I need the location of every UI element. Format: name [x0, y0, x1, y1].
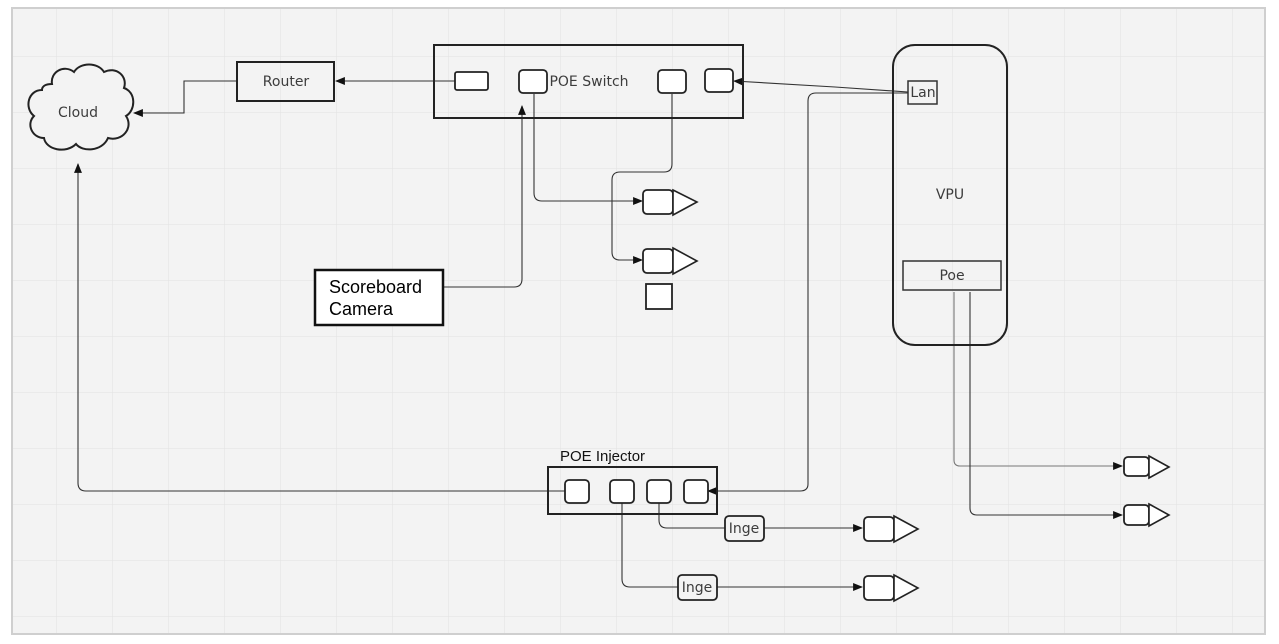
router-box [236, 61, 335, 102]
inline-label-2-text: Inge [682, 580, 713, 596]
camera-4-lens [893, 573, 920, 603]
poe-injector-box [547, 466, 718, 515]
inline-label-2-box [677, 574, 718, 601]
router-label: Router [263, 74, 310, 90]
cloud-shape [27, 63, 135, 151]
vpu-poe-port[interactable] [902, 260, 1002, 291]
cloud-label: Cloud [58, 105, 98, 121]
poe-switch-port-3[interactable] [657, 69, 687, 94]
poe-injector-label: POE Injector [560, 448, 645, 465]
vpu-lan-label: Lan [910, 85, 935, 101]
poe-injector-port-1[interactable] [564, 479, 590, 504]
square-shape[interactable] [645, 283, 673, 310]
poe-injector-port-3[interactable] [646, 479, 672, 504]
scoreboard-camera-label-line2: Camera [329, 299, 394, 319]
connector-injector-to-camera-4[interactable] [621, 503, 863, 591]
poe-switch-label: POE Switch [549, 74, 628, 90]
camera-5-lens [1148, 454, 1171, 480]
connector-injector-to-camera-3[interactable] [658, 503, 863, 532]
poe-switch-port-2[interactable] [518, 69, 548, 94]
board-frame [11, 7, 1266, 635]
connector-scoreboard-to-switch[interactable] [444, 105, 526, 288]
vpu-poe-label: Poe [939, 268, 964, 284]
inline-label-2[interactable]: Inge [677, 574, 718, 601]
vpu-box [892, 44, 1008, 346]
connector-injector-to-cloud[interactable] [74, 163, 565, 492]
scoreboard-camera-node[interactable]: Scoreboard Camera [313, 268, 445, 327]
camera-2-body [642, 248, 674, 274]
camera-6-body [1123, 504, 1150, 526]
camera-2-lens [672, 246, 699, 276]
scoreboard-camera-box [313, 268, 445, 327]
router-node[interactable]: Router [236, 61, 335, 102]
camera-2[interactable] [642, 246, 699, 276]
cloud-node[interactable]: Cloud [27, 63, 135, 151]
connector-router-to-cloud[interactable] [133, 80, 236, 117]
poe-switch-port-1[interactable] [454, 71, 489, 91]
camera-6-lens [1148, 502, 1171, 528]
poe-injector-port-4[interactable] [683, 479, 709, 504]
scoreboard-camera-label-line1: Scoreboard [329, 277, 422, 297]
camera-5[interactable] [1123, 454, 1171, 480]
camera-5-body [1123, 456, 1150, 477]
vpu-label: VPU [936, 187, 964, 203]
camera-1-lens [672, 188, 699, 217]
vpu-node[interactable]: VPU Lan Poe [892, 44, 1008, 346]
camera-4-body [863, 575, 895, 601]
board-grid [12, 8, 1265, 634]
camera-3-body [863, 516, 895, 542]
camera-3-lens [893, 514, 920, 544]
inline-label-1[interactable]: Inge [724, 515, 765, 542]
connector-lan-to-injector[interactable] [707, 92, 908, 495]
camera-1[interactable] [642, 188, 699, 217]
poe-switch-port-4[interactable] [704, 68, 734, 93]
connector-lan-to-switch[interactable] [733, 77, 909, 93]
poe-switch-node[interactable]: POE Switch [433, 44, 744, 119]
camera-4[interactable] [863, 573, 920, 603]
vpu-lan-port[interactable] [907, 80, 938, 105]
camera-1-body [642, 189, 674, 215]
poe-injector-port-2[interactable] [609, 479, 635, 504]
connector-vpu-poe-to-camera-6[interactable] [969, 292, 1123, 519]
poe-injector-node[interactable]: POE Injector [547, 448, 718, 515]
inline-label-1-box [724, 515, 765, 542]
inline-label-1-text: Inge [729, 521, 760, 537]
camera-6[interactable] [1123, 502, 1171, 528]
camera-3[interactable] [863, 514, 920, 544]
poe-switch-box [433, 44, 744, 119]
connector-switch-to-camera-1[interactable] [533, 94, 643, 205]
connector-switch-to-camera-2[interactable] [611, 94, 673, 264]
connector-vpu-poe-to-camera-5[interactable] [953, 292, 1123, 470]
